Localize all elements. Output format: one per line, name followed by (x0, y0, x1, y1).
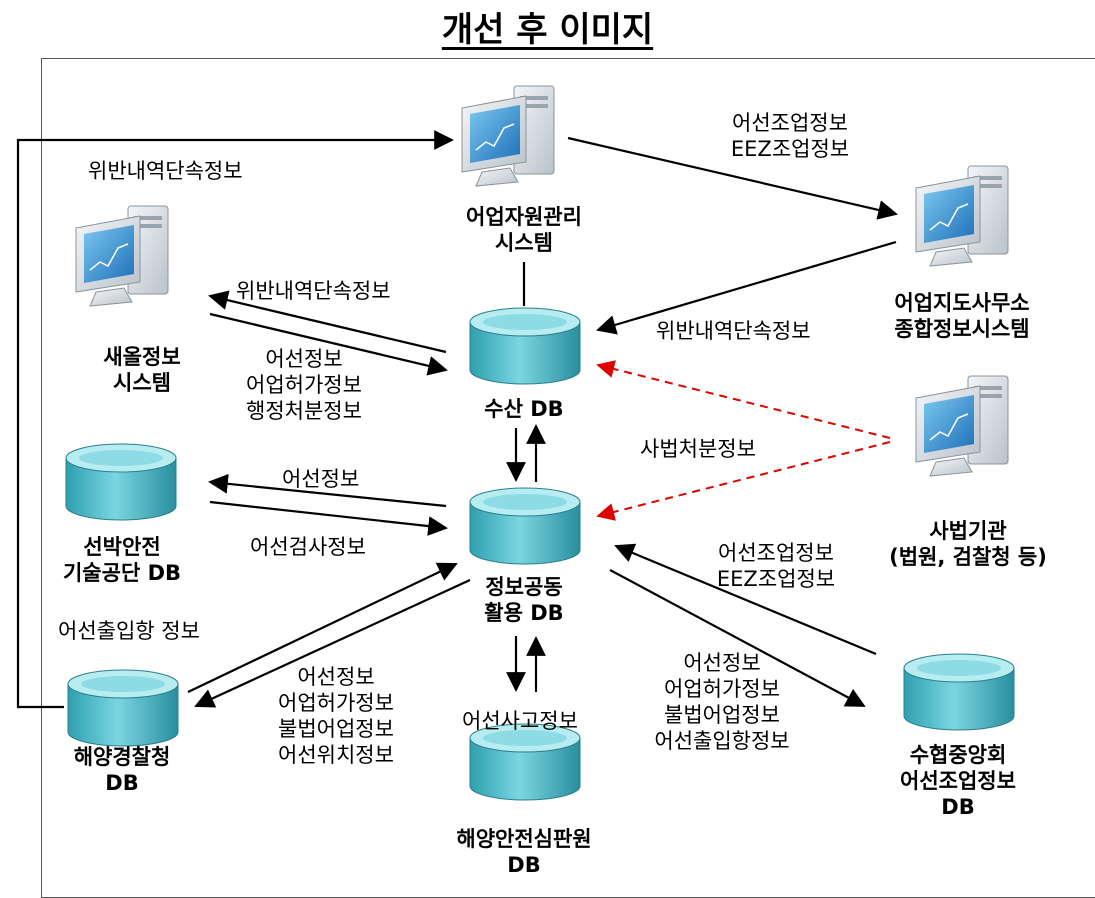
database-icon (469, 307, 581, 385)
database-icon (903, 653, 1015, 731)
edge-label-accident-info: 어선사고정보 (462, 709, 578, 733)
node-fisheries-db: 수산 DB (484, 397, 564, 421)
nfcf-to-shared-arrow (614, 543, 877, 656)
database-icon (469, 487, 581, 565)
computer-icon (915, 375, 1009, 477)
saeol-to-fisheries-arrow (209, 312, 448, 376)
op-to-office-arrow (567, 136, 898, 220)
shared-to-nfcf-arrow (609, 569, 866, 707)
edge-label-inspection-info: 어선검사정보 (250, 535, 366, 559)
shared-to-coastguard-arrow (194, 579, 471, 708)
office-to-fisheries-arrow (596, 240, 897, 335)
edge-label-violation-top: 위반내역단속정보 (88, 159, 243, 183)
edge-label-violation-saeol: 위반내역단속정보 (236, 279, 391, 303)
edge-label-judicial-info: 사법처분정보 (640, 437, 756, 461)
node-judicial-agency: 사법기관(법원, 검찰청 등) (889, 519, 1047, 569)
edge-label-port-info: 어선출입항 정보 (58, 619, 200, 643)
computer-icon (915, 165, 1009, 267)
database-icon (469, 723, 581, 801)
shared-to-ship-arrow (208, 473, 447, 508)
diagram-canvas (16, 85, 1015, 801)
edge-label-violation-office: 위반내역단속정보 (656, 319, 811, 343)
database-icon (67, 669, 179, 747)
database-icon (65, 443, 177, 521)
computer-icon (461, 85, 555, 187)
coastguard-to-shared-arrow (187, 562, 458, 693)
computer-icon (75, 205, 169, 307)
edge-label-vessel-info: 어선정보 (282, 467, 360, 491)
fisheries-to-saeol-arrow (208, 290, 447, 354)
page-title: 개선 후 이미지 (441, 10, 654, 50)
violation-loop-arrow (16, 130, 454, 709)
judicial-to-fisheries-arrow (596, 360, 891, 439)
ship-to-shared-arrow (209, 500, 448, 536)
